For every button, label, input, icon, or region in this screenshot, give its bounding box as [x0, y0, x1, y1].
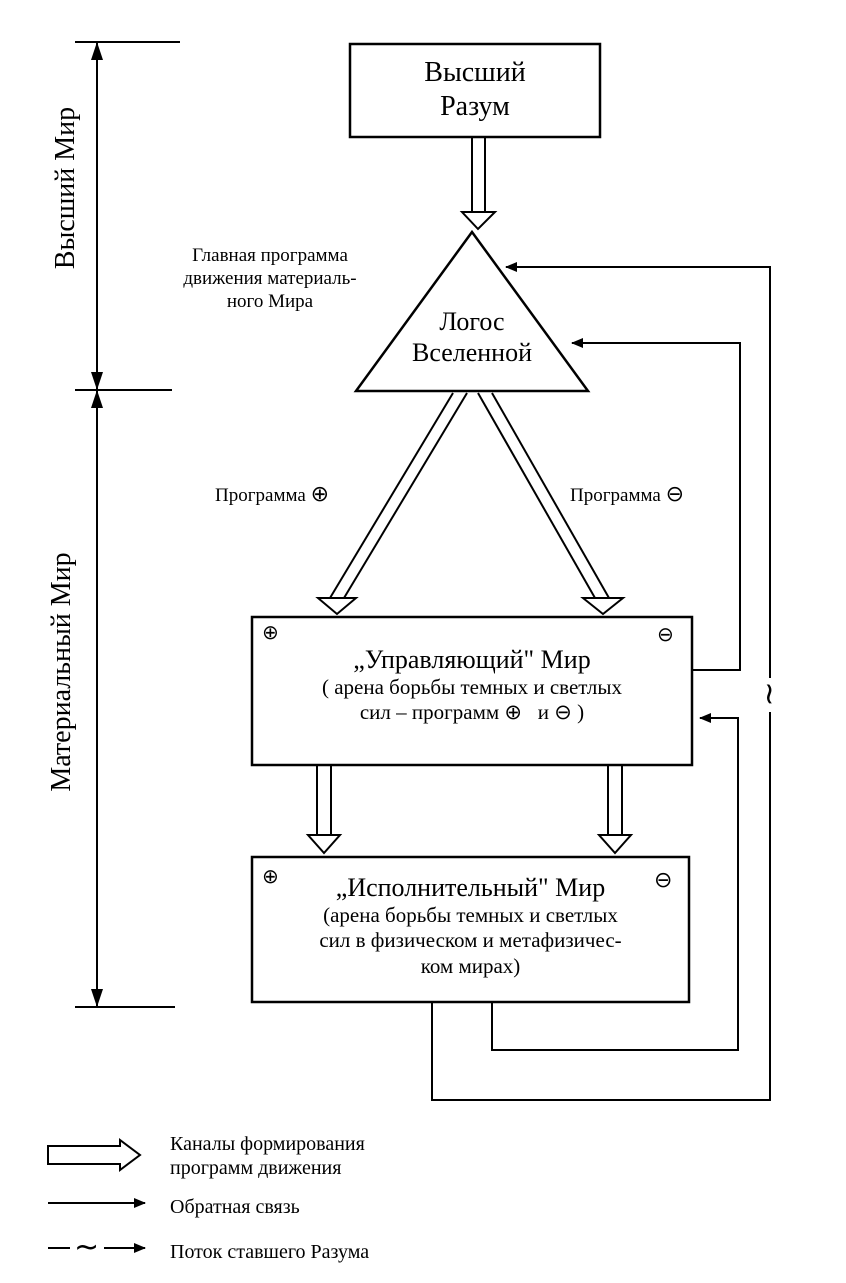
higher-mind-line2: Разум — [440, 90, 510, 122]
logos-triangle — [353, 229, 591, 393]
program-plus-label: Программа ⊕ — [215, 482, 329, 508]
control-world-line1: ( арена борьбы темных и светлых — [321, 675, 623, 700]
legend-channels-line1: Каналы формирования — [170, 1133, 365, 1155]
wave-gap — [762, 678, 778, 712]
main-program-line2: движения материаль- — [183, 267, 357, 289]
legend-feedback-label: Обратная связь — [170, 1196, 300, 1218]
material-world-label: Материальный Мир — [46, 552, 77, 792]
legend-channels-line2: программ движения — [170, 1157, 342, 1179]
channel-arrow-program-plus — [315, 392, 468, 616]
program-minus-text: Программа — [570, 485, 661, 506]
plus-icon: ⊕ — [310, 482, 329, 507]
logos-line2: Вселенной — [412, 338, 532, 368]
control-line-plus-icon: ⊕ — [504, 700, 523, 725]
higher-mind-line1: Высший — [424, 57, 526, 88]
program-plus-text: Программа — [215, 485, 306, 506]
legend-wave-icon: ~ — [74, 1230, 100, 1265]
main-program-line1: Главная программа — [192, 245, 348, 266]
flow-wave-icon: ~ — [751, 681, 787, 707]
program-minus-label: Программа ⊖ — [570, 482, 684, 508]
control-minus-icon: ⊖ — [657, 622, 674, 646]
dimension-arrowheads — [91, 42, 103, 1007]
legend-channel-symbol — [47, 1138, 142, 1172]
exec-minus-icon: ⊖ — [654, 868, 673, 893]
exec-world-title: „Исполнительный" Мир — [335, 873, 606, 902]
control-world-title: „Управляющий" Мир — [353, 645, 591, 674]
exec-world-line1: (арена борьбы темных и светлых — [323, 903, 618, 928]
exec-plus-icon: ⊕ — [262, 864, 279, 888]
flow-exec-to-logos — [431, 262, 771, 1101]
control-world-text: „Управляющий" Мир ( арена борьбы темных … — [252, 644, 692, 726]
higher-mind-label: Высший Разум — [350, 56, 600, 123]
control-world-line2b: и — [537, 700, 550, 725]
control-line-minus-icon: ⊖ — [554, 700, 572, 725]
main-program-line3: ного Мира — [226, 290, 314, 312]
logos-label: Логос Вселенной — [372, 306, 572, 368]
exec-world-box — [250, 855, 691, 1004]
feedback-control-to-logos — [571, 338, 741, 671]
higher-world-label: Высший Мир — [50, 106, 81, 270]
exec-world-line3: ком мирах) — [420, 953, 521, 978]
legend-flow-label: Поток ставшего Разума — [170, 1241, 370, 1263]
exec-world-text: „Исполнительный" Мир (арена борьбы темны… — [252, 872, 689, 979]
control-world-line2c: ) — [577, 700, 585, 725]
control-world-box — [250, 615, 694, 767]
feedback-exec-to-control — [491, 713, 739, 1051]
world-dimension-lines — [75, 41, 180, 1008]
control-world-line2a: сил – программ — [359, 700, 500, 725]
higher-mind-box — [348, 42, 602, 139]
legend-channels-label: Каналы формирования программ движения — [170, 1132, 365, 1180]
channel-arrow-control-to-exec-right — [596, 765, 634, 855]
main-program-label: Главная программа движения материаль- но… — [160, 245, 380, 313]
legend-flow-gap — [70, 1238, 104, 1258]
channel-arrow-control-to-exec-left — [305, 765, 343, 855]
channel-arrow-mind-to-logos — [459, 137, 498, 231]
exec-world-line2: сил в физическом и метафизичес- — [319, 928, 622, 953]
control-world-line2: сил – программ ⊕ и ⊖ ) — [252, 700, 692, 725]
logos-line1: Логос — [439, 307, 505, 336]
channel-arrow-program-minus — [477, 392, 626, 616]
control-plus-icon: ⊕ — [262, 620, 279, 644]
minus-icon: ⊖ — [665, 482, 684, 507]
